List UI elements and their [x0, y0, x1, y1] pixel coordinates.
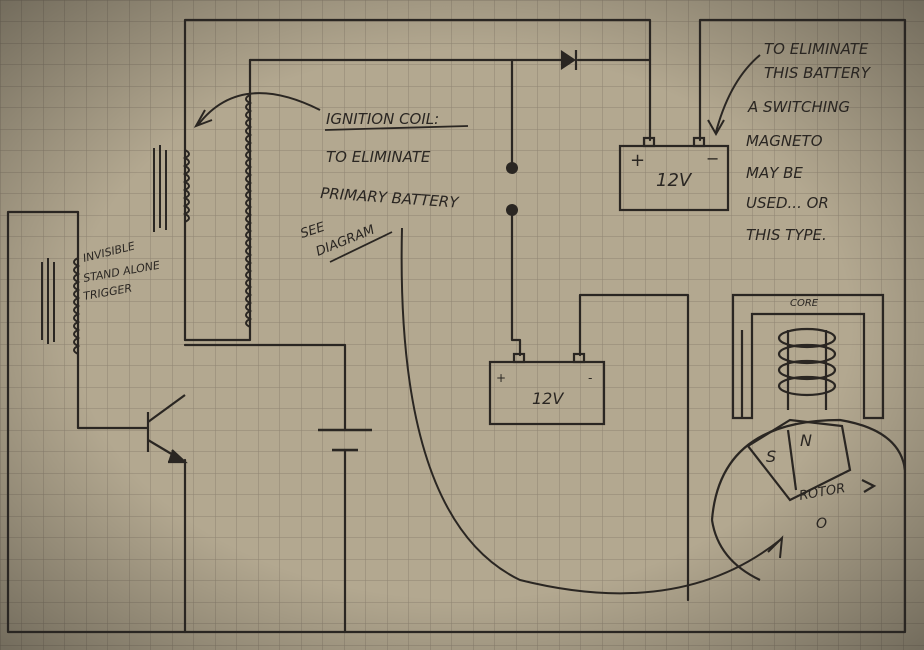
coil-dot-arc [197, 92, 321, 126]
to-eliminate-label: TO ELIMINATE [326, 148, 431, 166]
battery-top-terminal-plus [642, 136, 656, 148]
ignition-coil-secondary-winding [245, 94, 253, 328]
diode-symbol [560, 49, 578, 71]
battery-bottom-terminal-plus [512, 352, 526, 364]
note-line-7: THIS TYPE. [746, 226, 827, 244]
bottom-battery-right-wire [578, 293, 690, 602]
rotor-magnet [746, 418, 852, 502]
rotor-spin-arrow [861, 479, 877, 493]
ignition-title-underline [324, 125, 469, 131]
pole-n-label: N [800, 431, 812, 450]
ignition-coil-primary-winding [182, 149, 190, 223]
note-line-4: MAGNETO [746, 132, 823, 150]
cell-branch-wire [183, 343, 347, 432]
core-label: CORE [790, 298, 819, 309]
note-line-3: A SWITCHING [747, 98, 850, 116]
reference-arrow-head [767, 535, 784, 559]
spark-gap-lower-dot [506, 204, 518, 216]
coil-arrow-head [193, 109, 213, 128]
battery-top-label: 12V [656, 170, 693, 191]
battery-bottom-plus: + [496, 371, 506, 385]
pole-s-label: S [766, 447, 776, 466]
battery-bottom-minus: - [588, 371, 592, 385]
note-line-5: MAY BE [746, 164, 803, 182]
magneto-winding [777, 327, 837, 397]
rotor-center-label: O [816, 516, 827, 532]
spark-gap-upper-dot [506, 162, 518, 174]
left-frame-wire [6, 18, 907, 634]
spark-gap-lower-wire [510, 208, 522, 357]
note-line-1: TO ELIMINATE [764, 40, 869, 58]
coil-core-lines [153, 145, 167, 232]
battery-top-plus: + [630, 150, 645, 171]
cell-symbol [318, 428, 372, 452]
battery-top [618, 144, 730, 212]
battery-top-terminal-minus [692, 136, 706, 148]
diagram-underline [329, 231, 393, 263]
battery-bottom [488, 360, 606, 426]
battery-bottom-label: 12V [532, 389, 564, 408]
magneto-core-frame [731, 293, 885, 420]
trigger-coil-winding [73, 257, 81, 355]
magneto-core-inner [786, 330, 828, 410]
coil-primary-wire [183, 93, 252, 342]
rotor-magnet-divider [786, 429, 798, 491]
rotor-outline [710, 418, 907, 521]
note-arrow-head [707, 119, 725, 137]
reference-arrow-curve [400, 227, 781, 595]
trigger-core-lines [41, 258, 55, 344]
see-label: SEE [299, 220, 328, 242]
note-line-2: THIS BATTERY [764, 64, 872, 82]
top-frame-wire [183, 18, 652, 342]
battery-bottom-terminal-minus [572, 352, 586, 364]
ignition-coil-title: IGNITION COIL: [326, 110, 439, 128]
transistor-collector-wire [76, 210, 150, 430]
rotor-left-arc [710, 519, 761, 581]
battery-top-minus: − [706, 149, 719, 168]
transistor-symbol [146, 394, 188, 464]
note-line-6: USED... OR [746, 194, 829, 212]
note-arrow [715, 54, 761, 133]
